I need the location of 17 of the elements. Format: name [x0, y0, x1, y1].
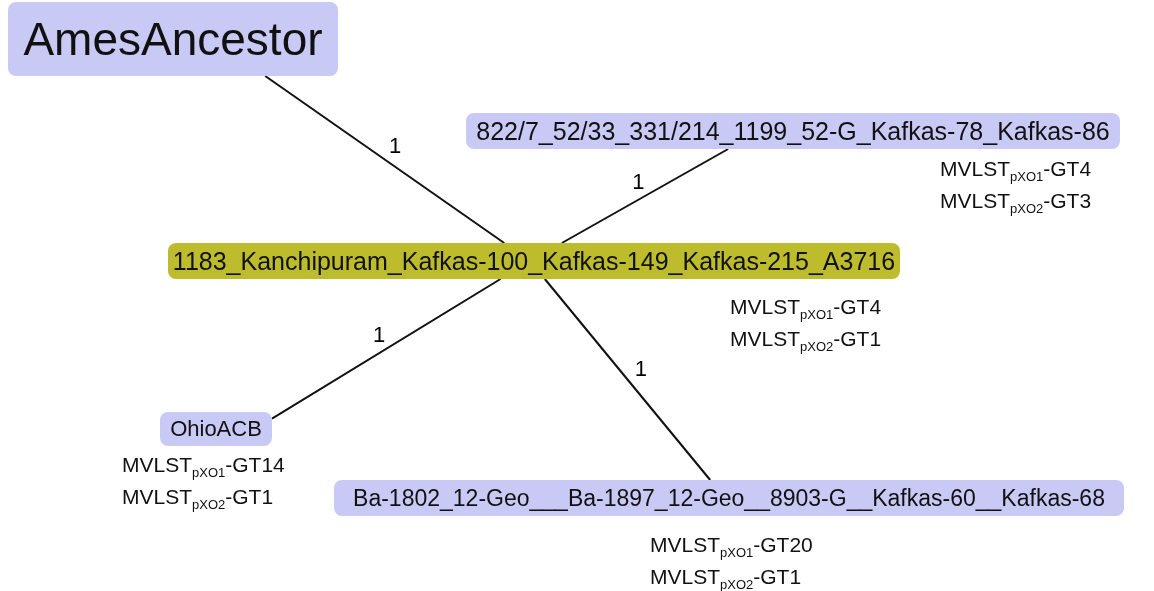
taxon-label: OhioACB: [160, 412, 272, 446]
genotype-note: MVLST$_{pXO2}$-GT1: [730, 326, 882, 357]
branch-line: [543, 278, 712, 481]
genotype-note: MVLST$_{pXO1}$-GT14: [122, 452, 285, 483]
genotype-note: MVLST$_{pXO2}$-GT1: [650, 564, 802, 591]
genotype-note: MVLST$_{pXO2}$-GT3: [940, 188, 1092, 219]
genotype-note: MVLST$_{pXO1}$-GT4: [940, 156, 1092, 187]
branch-line: [264, 75, 506, 244]
genotype-note: MVLST$_{pXO1}$-GT4: [730, 294, 882, 325]
branch-line: [560, 148, 730, 244]
genotype-note: MVLST$_{pXO2}$-GT1: [122, 484, 274, 515]
taxon-label: 822/7_52/33_331/214_1199_52-G_Kafkas-78_Kafkas-86: [466, 113, 1120, 149]
taxon-label: 1183_Kanchipuram_Kafkas-100_Kafkas-149_Kafkas-215_A3716: [168, 243, 900, 279]
taxon-label: Ba-1802_12-Geo___Ba-1897_12-Geo__8903-G__Kafkas-60__Kafkas-68: [334, 480, 1124, 516]
genotype-note: MVLST$_{pXO1}$-GT20: [650, 532, 813, 563]
branch-line: [271, 278, 502, 420]
taxon-label: AmesAncestor: [8, 2, 338, 76]
